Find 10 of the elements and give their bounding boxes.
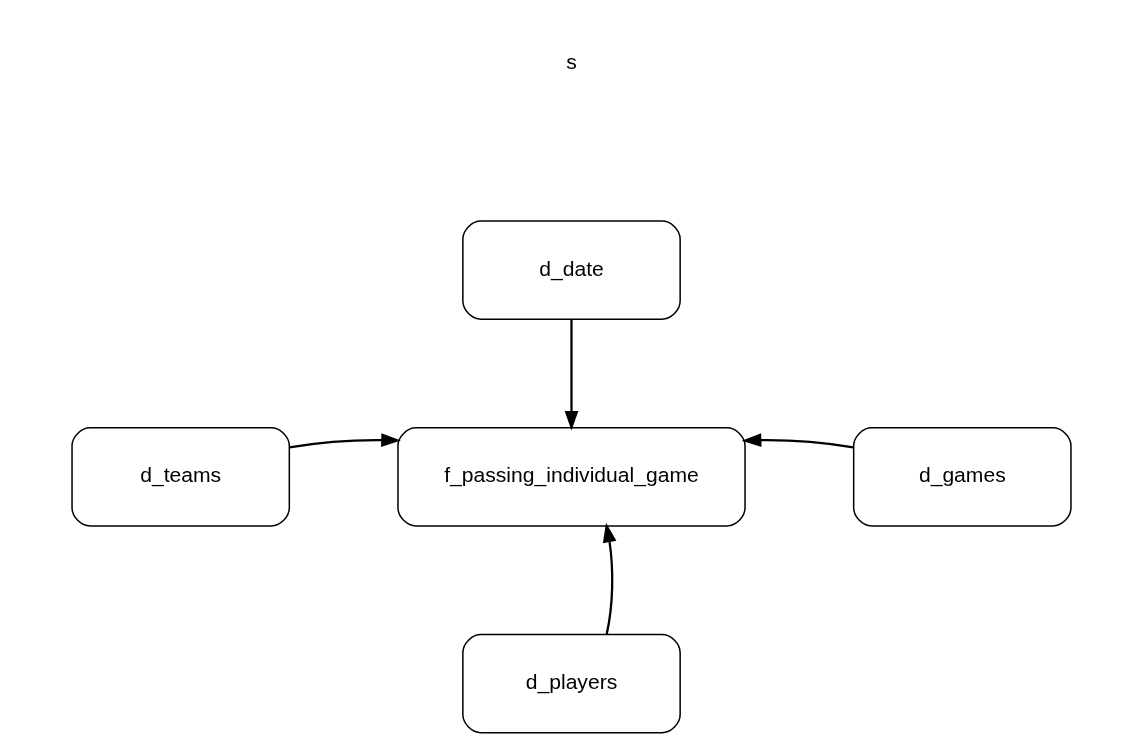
node-box: d_teams xyxy=(70,427,290,527)
node-box: d_games xyxy=(852,427,1072,527)
node-box: d_players xyxy=(461,633,681,734)
arrow xyxy=(741,433,853,449)
arrow xyxy=(564,319,578,431)
node-box: f_passing_individual_game xyxy=(396,427,746,527)
node-box: d_date xyxy=(461,220,681,320)
arrow xyxy=(602,522,616,635)
label: s xyxy=(565,49,577,73)
arrow xyxy=(288,433,401,449)
